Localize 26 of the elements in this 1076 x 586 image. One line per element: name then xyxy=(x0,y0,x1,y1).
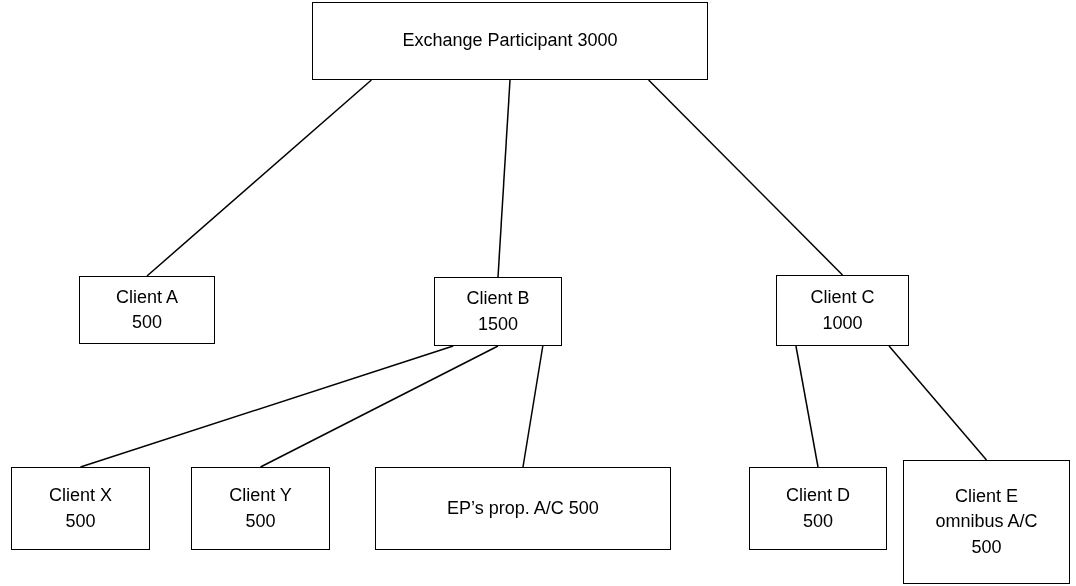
connector-line xyxy=(522,345,544,468)
account-label: Client D 500 xyxy=(785,484,851,533)
connector-line xyxy=(888,345,988,461)
account-label: Client Y 500 xyxy=(228,484,293,533)
account-label: Client C 1000 xyxy=(809,286,876,335)
account-box xyxy=(191,467,330,550)
account-label: Client E omnibus A/C 500 xyxy=(934,485,1039,559)
connector-line xyxy=(795,345,819,468)
account-label: Client B 1500 xyxy=(465,287,531,336)
account-label: Client X 500 xyxy=(48,484,113,533)
account-box xyxy=(434,277,562,346)
account-label: EP’s prop. A/C 500 xyxy=(447,496,599,520)
connector-line xyxy=(79,345,454,468)
account-box xyxy=(375,467,671,550)
account-box xyxy=(11,467,150,550)
account-box xyxy=(903,460,1070,584)
connector-line xyxy=(647,79,844,276)
account-label: Exchange Participant 3000 xyxy=(402,29,618,53)
account-label: Client A 500 xyxy=(114,285,179,334)
account-box xyxy=(312,2,708,80)
connector-line xyxy=(146,79,373,277)
account-box xyxy=(79,276,215,344)
connector-line xyxy=(497,79,511,278)
connector-line xyxy=(259,345,499,468)
account-box xyxy=(776,275,909,346)
account-box xyxy=(749,467,887,550)
